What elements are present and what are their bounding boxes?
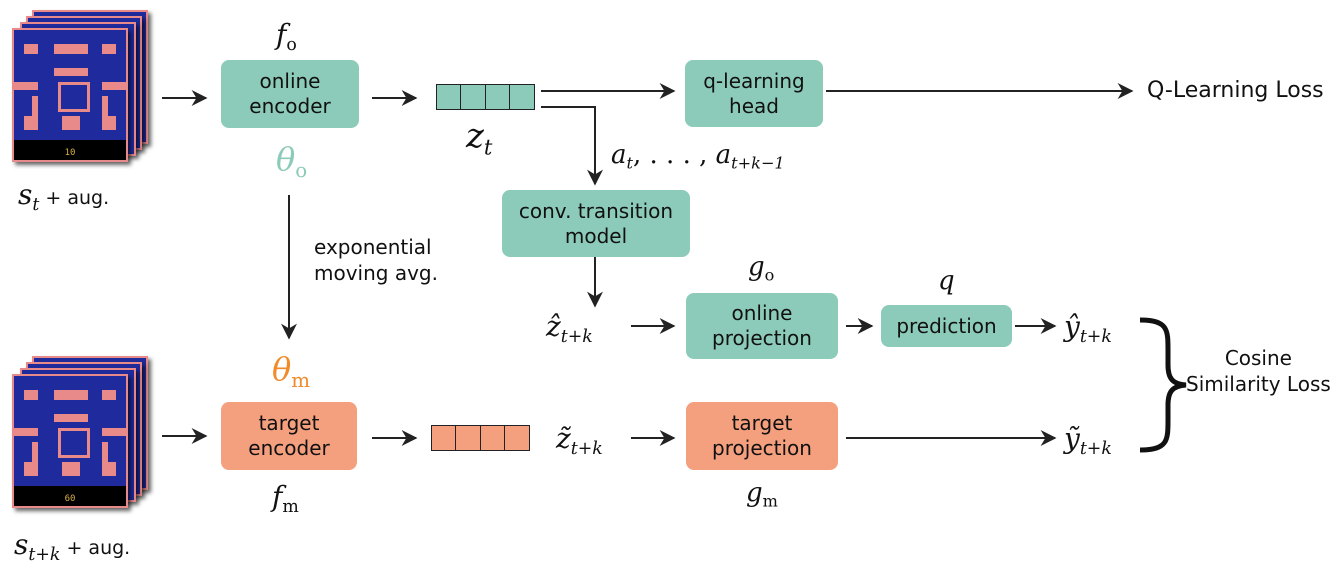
actions-label: at, . . . , at+k−1 [611, 140, 785, 173]
online-latent-vector [435, 84, 535, 110]
zt-label: zt [466, 116, 493, 160]
target-encoder-function-label: fm [272, 480, 299, 518]
latent-cell [504, 425, 530, 451]
online-state-label: st + aug. [18, 178, 110, 216]
latent-cell [484, 84, 511, 110]
q-learning-loss-label: Q-Learning Loss [1147, 78, 1324, 103]
latent-cell [435, 84, 462, 110]
latent-cell [460, 84, 486, 110]
latent-cell [479, 425, 506, 451]
y-tilde-label: ỹt+k [1064, 422, 1112, 460]
prediction-box: prediction [881, 305, 1012, 347]
target-state-frames: 60 [8, 356, 148, 516]
cosine-similarity-loss-label: Cosine Similarity Loss [1186, 346, 1331, 396]
target-projection-box: target projection [686, 402, 838, 470]
target-state-label: st+k + aug. [14, 528, 131, 566]
latent-cell [455, 425, 481, 451]
pacman-frame: 10 [12, 28, 128, 162]
ema-label: exponential moving avg. [314, 235, 438, 285]
pacman-frame: 60 [12, 374, 128, 508]
target-projection-function-label: gm [746, 478, 778, 511]
prediction-function-label: q [938, 266, 955, 296]
score-text: 60 [64, 494, 76, 504]
online-state-frames: 10 [8, 10, 148, 170]
online-projection-function-label: go [748, 252, 775, 285]
online-encoder-box: online encoder [221, 60, 359, 128]
z-tilde-label: z̃t+k [556, 422, 603, 460]
transition-model-box: conv. transition model [502, 190, 690, 257]
online-encoder-function-label: fo [276, 18, 297, 56]
target-encoder-box: target encoder [221, 402, 357, 470]
target-params-label: θm [272, 350, 311, 392]
latent-cell [509, 84, 535, 110]
online-projection-box: online projection [686, 293, 838, 359]
target-latent-vector [430, 425, 530, 451]
q-learning-head-box: q-learning head [685, 60, 823, 127]
y-hat-label: ŷt+k [1064, 310, 1112, 348]
score-text: 10 [64, 148, 76, 158]
curly-brace [1139, 317, 1187, 453]
online-params-label: θo [276, 140, 308, 182]
arrow-zt-to-transition [541, 106, 603, 186]
latent-cell [430, 425, 457, 451]
z-hat-label: ẑt+k [546, 310, 593, 348]
